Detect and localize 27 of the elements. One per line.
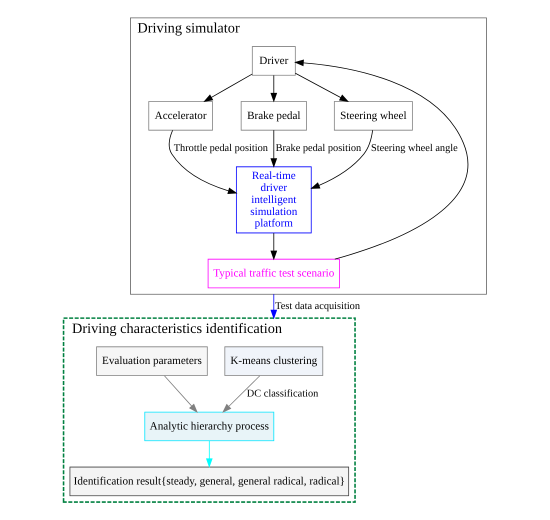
arrow [270,294,278,320]
node-box: Typical traffic test scenario [208,258,340,288]
edge-label: DC classification [246,388,318,400]
edge-label: Throttle pedal position [174,143,268,154]
node-box: Accelerator [148,101,213,131]
arrow [295,72,349,102]
arrow [270,130,278,168]
node-box: Real-time driver intelligent simulation platform [236,166,312,234]
node-box: Driver [252,46,296,76]
arrow [294,60,468,260]
arrow [168,130,238,194]
node-box: Brake pedal [240,101,307,131]
edge-label: Test data acquisition [275,300,360,312]
edge-label: Brake pedal position [276,143,362,154]
arrow [206,440,213,468]
arrow [164,375,198,413]
node-box: K-means clustering [224,346,324,376]
node-box: Steering wheel [334,101,413,131]
node-box: Identification result{steady, general, general radical, radical} [70,466,350,496]
arrow [270,232,278,260]
node-box: Analytic hierarchy process [144,412,274,442]
arrow [270,75,278,102]
arrow [222,375,260,413]
arrow [203,74,253,102]
node-box: Evaluation parameters [96,346,208,376]
arrow [310,130,374,189]
edge-label: Steering wheel angle [370,143,458,154]
